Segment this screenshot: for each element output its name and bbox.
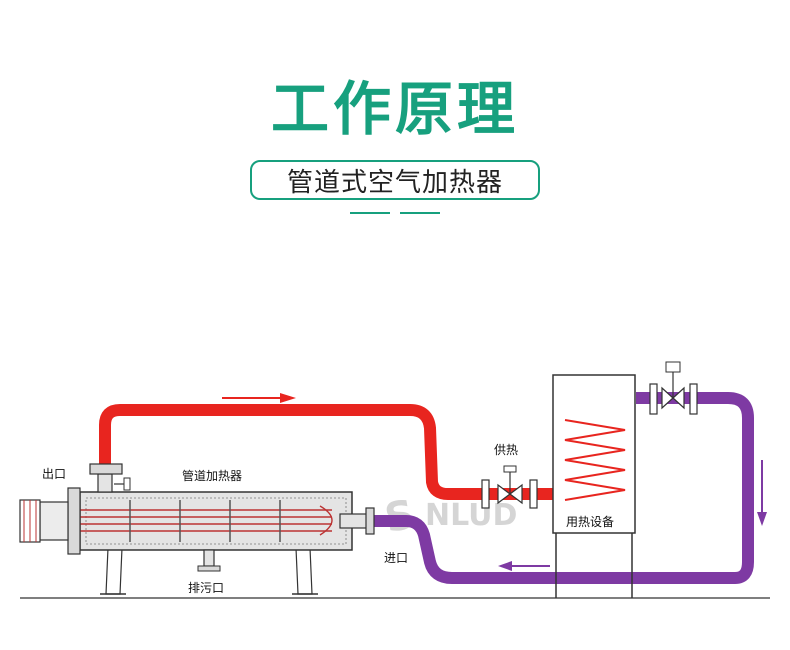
cold-pipe [372, 392, 754, 584]
supply-valve [481, 465, 538, 509]
page-title: 工作原理 [270, 75, 519, 143]
subtitle: 管道式空气加热器 [286, 167, 503, 198]
subtitle-box: 管道式空气加热器 [250, 160, 540, 200]
divider-left [350, 212, 390, 214]
svg-text:NLUD: NLUD [425, 498, 517, 533]
heat-using-equipment [552, 374, 636, 598]
hot-flow-arrow [222, 393, 296, 403]
label-drain: 排污口 [188, 581, 224, 595]
return-valve [649, 361, 698, 415]
label-heater: 管道加热器 [182, 468, 242, 483]
cold-flow-arrow-bottom [498, 561, 550, 571]
cold-flow-arrow-right [757, 460, 767, 526]
label-equipment: 用热设备 [566, 515, 614, 529]
hot-pipe [99, 404, 553, 500]
pipeline-heater [19, 463, 375, 595]
label-outlet: 出口 [42, 467, 66, 481]
label-supply: 供热 [494, 443, 518, 457]
label-inlet: 进口 [384, 551, 408, 565]
divider-right [400, 212, 440, 214]
